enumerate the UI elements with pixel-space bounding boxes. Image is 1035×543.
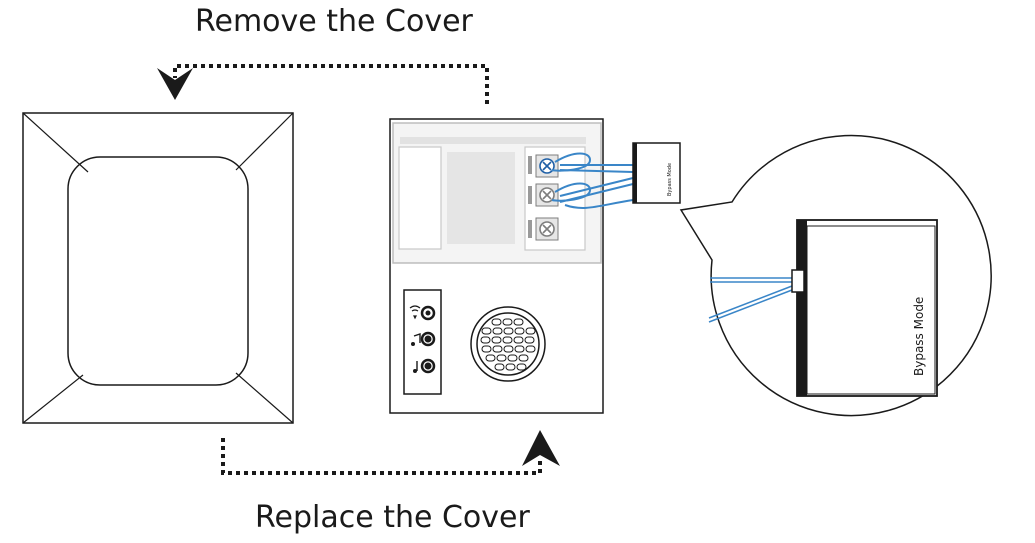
bypass-wires: [551, 152, 634, 209]
replace-arrow: [221, 430, 560, 475]
thermostat-cover: [22, 112, 294, 424]
bypass-module-small: Bypass Mode: [632, 142, 681, 204]
terminal-3: [535, 217, 559, 241]
speaker-grille: [470, 306, 546, 382]
bypass-mode-label-zoomed: Bypass Mode: [912, 297, 926, 376]
zoom-callout: Bypass Mode: [679, 134, 992, 417]
arrowhead-up-icon: [522, 430, 560, 466]
wireless-icon: [409, 305, 421, 320]
remove-cover-caption: Remove the Cover: [195, 4, 473, 39]
thermostat-base: [389, 118, 634, 414]
remove-arrow: [157, 64, 489, 104]
bypass-mode-label-small: Bypass Mode: [667, 163, 673, 196]
jack-panel: [403, 289, 442, 395]
bypass-module-zoomed: Bypass Mode: [791, 219, 938, 397]
terminal-1: [535, 154, 559, 178]
arrowhead-down-icon: [157, 68, 193, 100]
terminal-2: [535, 183, 559, 207]
replace-cover-caption: Replace the Cover: [255, 500, 530, 535]
music-note-icon: [413, 361, 418, 373]
music-note-icon: [411, 333, 421, 346]
